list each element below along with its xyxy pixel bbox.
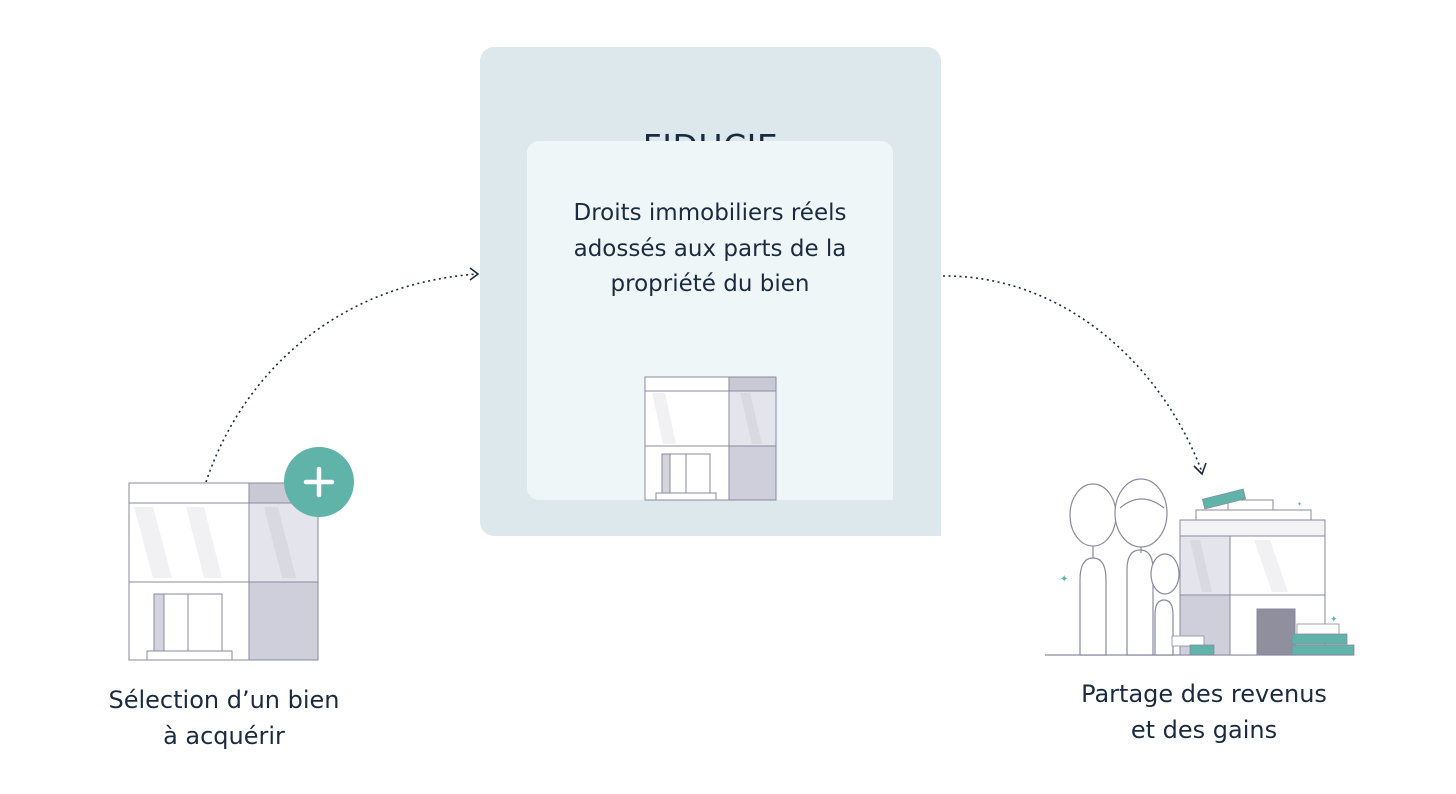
fiducie-description: Droits immobiliers réels adossés aux par… xyxy=(540,196,880,303)
arrow-to-share xyxy=(942,275,1207,476)
caption-share-revenue: Partage des revenus et des gains xyxy=(1054,676,1354,748)
caption-line: et des gains xyxy=(1130,716,1278,744)
arrow-head-icon xyxy=(1193,462,1207,476)
caption-line: Sélection d’un bien xyxy=(108,686,340,714)
sparkle-icon: ✦ ✦ ✦ xyxy=(1060,501,1338,625)
building-icon xyxy=(128,482,319,661)
caption-line: Partage des revenus xyxy=(1081,680,1327,708)
fiducie-description-line: adossés aux parts de la xyxy=(573,235,847,262)
svg-text:✦: ✦ xyxy=(1330,615,1338,625)
svg-text:✦: ✦ xyxy=(1060,574,1068,585)
svg-text:✦: ✦ xyxy=(1297,501,1302,508)
caption-select-property: Sélection d’un bien à acquérir xyxy=(74,682,374,754)
arrow-to-fiducie xyxy=(205,267,480,483)
money-icon xyxy=(1171,488,1355,656)
fiducie-description-line: Droits immobiliers réels xyxy=(573,200,847,226)
building-icon xyxy=(644,376,777,501)
caption-line: à acquérir xyxy=(163,722,285,750)
people-icon xyxy=(1045,478,1354,656)
plus-icon xyxy=(284,447,354,517)
fiducie-description-line: propriété du bien xyxy=(610,271,810,297)
arrow-head-icon xyxy=(469,267,480,281)
